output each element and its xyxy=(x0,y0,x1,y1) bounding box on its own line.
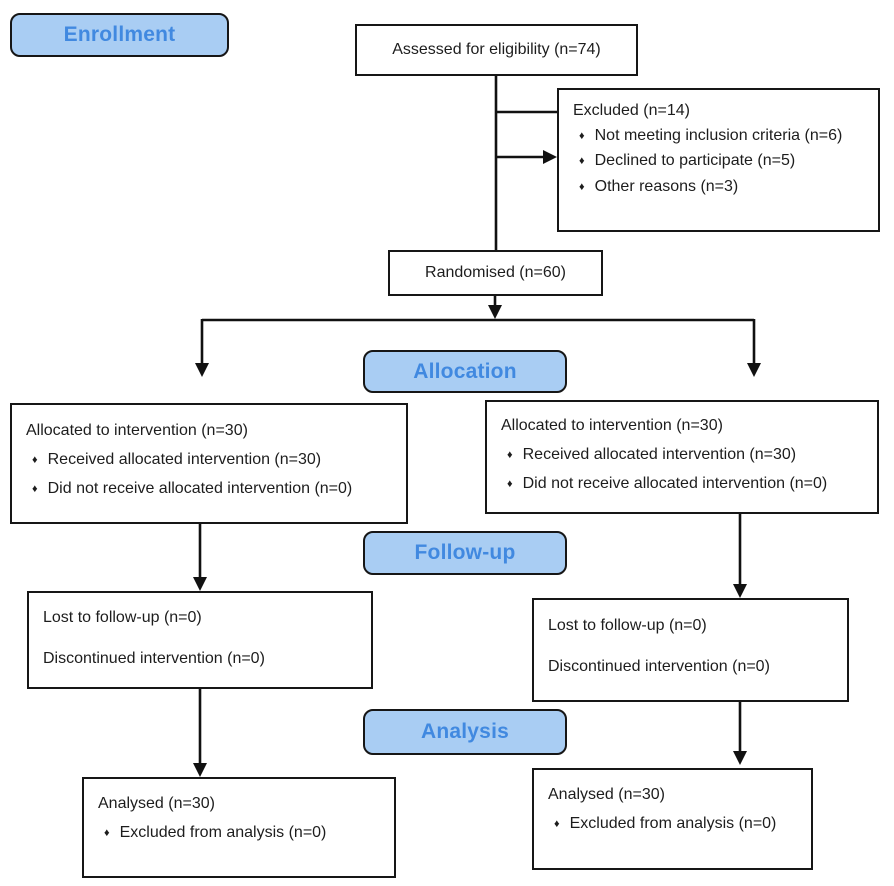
excluded-title: Excluded (n=14) xyxy=(573,102,690,119)
followup-right-line1: Lost to follow-up (n=0) xyxy=(548,617,707,634)
allocation-left-box: Allocated to intervention (n=30) ♦ Recei… xyxy=(10,403,408,524)
list-item-text: Did not receive allocated intervention (… xyxy=(522,475,828,493)
analysis-right-title: Analysed (n=30) xyxy=(548,786,665,803)
stage-badge-analysis: Analysis xyxy=(363,709,567,755)
list-item: ♦ Other reasons (n=3) xyxy=(573,175,864,198)
list-item: ♦ Not meeting inclusion criteria (n=6) xyxy=(573,124,864,147)
followup-left-box: Lost to follow-up (n=0) Discontinued int… xyxy=(27,591,373,689)
diamond-bullet-icon: ♦ xyxy=(507,478,513,491)
diamond-bullet-icon: ♦ xyxy=(104,827,110,840)
stage-badge-allocation: Allocation xyxy=(363,350,567,393)
analysis-left-title: Analysed (n=30) xyxy=(98,795,215,812)
allocation-left-title: Allocated to intervention (n=30) xyxy=(26,422,248,439)
list-item-text: Excluded from analysis (n=0) xyxy=(119,824,327,842)
diamond-bullet-icon: ♦ xyxy=(507,449,513,462)
followup-right-line2: Discontinued intervention (n=0) xyxy=(548,658,770,676)
list-item-text: Other reasons (n=3) xyxy=(594,177,739,195)
assessed-box: Assessed for eligibility (n=74) xyxy=(355,24,638,76)
list-item: ♦ Did not receive allocated intervention… xyxy=(501,472,863,495)
followup-right-box: Lost to follow-up (n=0) Discontinued int… xyxy=(532,598,849,702)
followup-left-line2: Discontinued intervention (n=0) xyxy=(43,650,265,668)
list-item-text: Declined to participate (n=5) xyxy=(594,152,796,170)
diamond-bullet-icon: ♦ xyxy=(554,818,560,831)
analysis-right-box: Analysed (n=30) ♦ Excluded from analysis… xyxy=(532,768,813,870)
list-item-text: Excluded from analysis (n=0) xyxy=(569,815,777,833)
stage-badge-enrollment: Enrollment xyxy=(10,13,229,57)
diamond-bullet-icon: ♦ xyxy=(32,483,38,496)
list-item: ♦ Received allocated intervention (n=30) xyxy=(501,443,863,466)
allocation-right-box: Allocated to intervention (n=30) ♦ Recei… xyxy=(485,400,879,514)
list-item: ♦ Declined to participate (n=5) xyxy=(573,149,864,172)
diamond-bullet-icon: ♦ xyxy=(579,180,585,193)
randomised-box: Randomised (n=60) xyxy=(388,250,603,296)
list-item-text: Received allocated intervention (n=30) xyxy=(522,446,797,464)
list-item: ♦ Excluded from analysis (n=0) xyxy=(98,821,380,844)
list-item-text: Did not receive allocated intervention (… xyxy=(47,480,353,498)
assessed-text: Assessed for eligibility (n=74) xyxy=(392,41,601,59)
diamond-bullet-icon: ♦ xyxy=(579,130,585,143)
excluded-box: Excluded (n=14) ♦ Not meeting inclusion … xyxy=(557,88,880,232)
followup-left-line1: Lost to follow-up (n=0) xyxy=(43,609,202,626)
analysis-left-box: Analysed (n=30) ♦ Excluded from analysis… xyxy=(82,777,396,878)
stage-badge-followup: Follow-up xyxy=(363,531,567,575)
list-item-text: Not meeting inclusion criteria (n=6) xyxy=(594,127,843,145)
allocation-right-title: Allocated to intervention (n=30) xyxy=(501,417,723,434)
diamond-bullet-icon: ♦ xyxy=(579,155,585,168)
diamond-bullet-icon: ♦ xyxy=(32,454,38,467)
list-item: ♦ Excluded from analysis (n=0) xyxy=(548,812,797,835)
list-item: ♦ Received allocated intervention (n=30) xyxy=(26,448,392,471)
list-item: ♦ Did not receive allocated intervention… xyxy=(26,477,392,500)
randomised-text: Randomised (n=60) xyxy=(425,264,566,282)
list-item-text: Received allocated intervention (n=30) xyxy=(47,451,322,469)
